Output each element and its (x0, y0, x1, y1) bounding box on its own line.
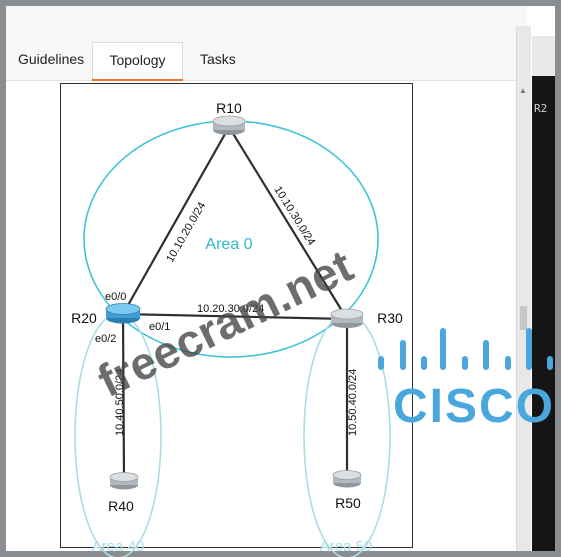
subnet-r10-r30-label: 10.10.30.0/24 (271, 184, 317, 247)
subnet-r30-r50-label: 10.50.40.0/24 (347, 369, 359, 436)
tab-bar: Guidelines Topology Tasks (6, 6, 526, 82)
terminal-prompt: R2 (534, 102, 548, 115)
area-0-label: Area 0 (205, 236, 252, 253)
interface-e0-1-label: e0/1 (149, 321, 170, 333)
tab-topology[interactable]: Topology (92, 42, 183, 82)
tab-guidelines[interactable]: Guidelines (18, 51, 85, 67)
router-r50-label: R50 (335, 495, 361, 511)
cisco-logo-text: CISCO (393, 380, 555, 433)
subnet-r10-r20-label: 10.10.20.0/24 (164, 200, 208, 264)
subnet-r20-r30-label: 10.20.30.0/24 (197, 303, 264, 315)
terminal-tab-strip (532, 36, 555, 76)
scroll-up-arrow-icon[interactable]: ▲ (519, 86, 527, 95)
router-r20-icon[interactable] (105, 303, 141, 324)
tab-topology-label: Topology (109, 52, 166, 68)
router-r30-icon[interactable] (330, 308, 364, 328)
link-r20-r40 (121, 313, 126, 479)
cisco-logo-icon: CISCO (378, 328, 555, 433)
subnet-r20-r40-label: 10.40.50.0/24 (114, 369, 126, 436)
link-r10-r30 (228, 126, 348, 320)
router-r40-label: R40 (108, 498, 134, 514)
interface-e0-2-label: e0/2 (95, 333, 116, 345)
tab-tasks[interactable]: Tasks (200, 51, 236, 67)
interface-e0-0-label: e0/0 (105, 291, 126, 303)
area-50-label: Area 50 (320, 538, 373, 555)
router-r10-label: R10 (216, 100, 242, 116)
link-r20-r30 (122, 312, 348, 321)
router-r40-icon[interactable] (109, 472, 139, 490)
link-r10-r20 (122, 126, 230, 315)
scroll-thumb[interactable] (520, 306, 527, 330)
active-tab-indicator (92, 79, 183, 82)
terminal-panel[interactable]: R2 (532, 36, 555, 551)
router-r50-icon[interactable] (332, 470, 362, 488)
vertical-scrollbar[interactable]: ▲ (516, 26, 531, 551)
area-40-label: Area 40 (92, 538, 145, 555)
router-r20-label: R20 (71, 310, 97, 326)
router-r10-icon[interactable] (212, 115, 246, 135)
router-r30-label: R30 (377, 310, 403, 326)
watermark-text: freecram.net (90, 239, 361, 407)
